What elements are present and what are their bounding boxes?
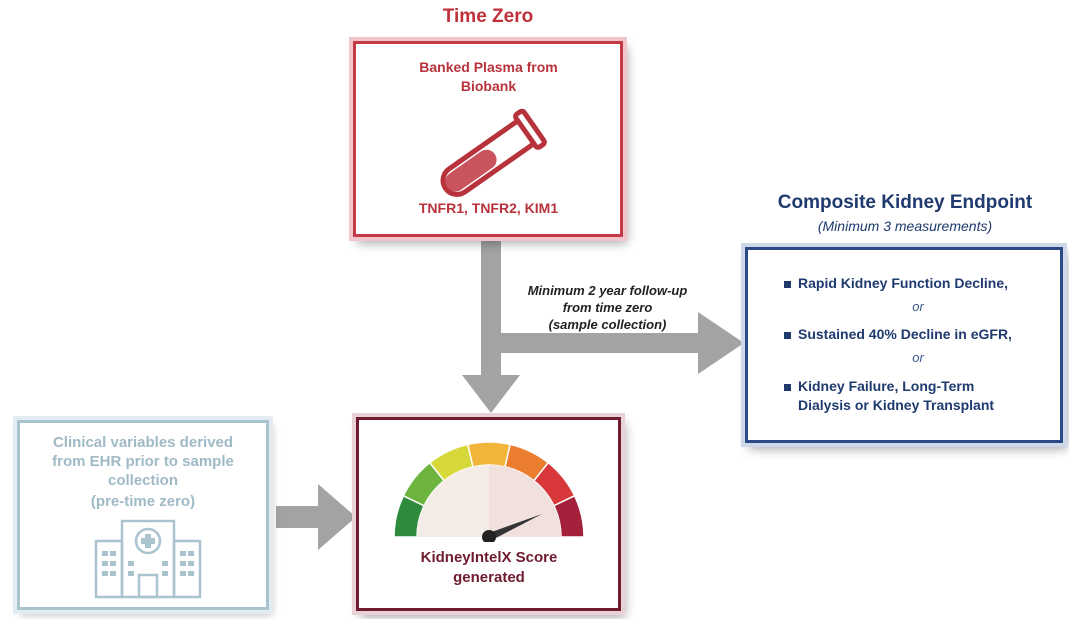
gauge-needle [486, 514, 542, 540]
follow-up-line-2: from time zero [562, 300, 653, 315]
clinical-line-3: collection [107, 472, 178, 489]
time-zero-title: Time Zero [442, 6, 534, 27]
arrow-trunk [481, 240, 501, 380]
endpoint-item-3-line-2: Dialysis or Kidney Transplant [798, 397, 995, 413]
arrow-right-head [698, 312, 744, 374]
clinical-text: Clinical variables derived from EHR prio… [26, 433, 260, 511]
endpoint-box: Rapid Kidney Function Decline, or Sustai… [745, 247, 1063, 443]
plasma-label: Banked Plasma from Biobank [419, 59, 558, 94]
clinical-line-4: (pre-time zero) [90, 493, 196, 510]
arrow-clinical-head [318, 484, 356, 550]
arrow-clinical [276, 506, 321, 528]
follow-up-line-1: Minimum 2 year follow-up [527, 283, 688, 298]
or-separator-1: or [912, 299, 924, 314]
follow-up-note: Minimum 2 year follow-up from time zero … [505, 282, 710, 333]
endpoint-title: Composite Kidney Endpoint [777, 192, 1033, 213]
gauge-hub [482, 530, 496, 542]
bullet-3 [784, 384, 791, 391]
bullet-1 [784, 281, 791, 288]
endpoint-subtitle: (Minimum 3 measurements) [817, 218, 993, 234]
clinical-variables-box: Clinical variables derived from EHR prio… [17, 420, 269, 610]
score-label: KidneyIntelX Score generated [369, 548, 609, 588]
gauge-icon [394, 442, 584, 542]
endpoint-item-2: Sustained 40% Decline in eGFR, [798, 326, 1012, 342]
time-zero-box: Banked Plasma from Biobank TNFR1, TNFR2,… [353, 41, 623, 237]
arrow-branch [491, 333, 701, 353]
endpoint-item-3-line-1: Kidney Failure, Long-Term [798, 378, 975, 394]
gauge-segment [466, 442, 512, 468]
endpoint-item-1: Rapid Kidney Function Decline, [798, 275, 1009, 291]
hospital-icon [94, 519, 202, 599]
score-box: KidneyIntelX Score generated [356, 417, 621, 611]
biomarkers-label: TNFR1, TNFR2, KIM1 [418, 200, 559, 216]
score-line-2: generated [453, 569, 525, 586]
endpoint-item-3: Kidney Failure, Long-Term Dialysis or Ki… [798, 377, 1058, 415]
clinical-line-2: from EHR prior to sample [52, 453, 234, 470]
bullet-2 [784, 332, 791, 339]
clinical-line-1: Clinical variables derived [52, 434, 234, 451]
score-line-1: KidneyIntelX Score [420, 549, 558, 566]
follow-up-line-3: (sample collection) [548, 317, 667, 332]
test-tube-icon [440, 108, 547, 197]
arrow-down-head [462, 375, 520, 413]
or-separator-2: or [912, 350, 924, 365]
